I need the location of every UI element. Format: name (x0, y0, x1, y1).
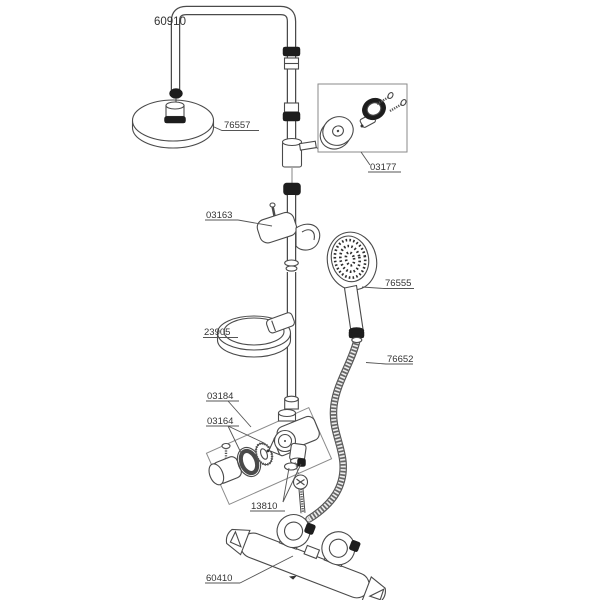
part-label-mixer: 60410 (206, 573, 232, 584)
slider-holder (256, 202, 321, 251)
pipe-ring-light-2 (283, 102, 300, 113)
wall-bracket-inset (307, 83, 408, 153)
part-label-soap-dish: 23905 (204, 327, 230, 338)
riser-t-fitting (281, 137, 317, 183)
bracket-body (359, 97, 386, 128)
part-label-hose: 76652 (387, 354, 413, 365)
small-nut (297, 458, 306, 467)
part-label-slider-holder: 03163 (206, 210, 232, 221)
diverter-knob (208, 456, 242, 486)
part-label-diverter-assembly: 03184 (207, 391, 233, 402)
thermostatic-mixer (225, 514, 386, 600)
bracket-pin (360, 124, 364, 128)
direction-arrow (288, 575, 297, 580)
connector-set (283, 458, 309, 514)
pipe-ring-dark-2 (282, 111, 301, 122)
part-label-diverter-parts: 03164 (207, 416, 233, 427)
washer (283, 462, 299, 471)
part-label-overhead-shower: 76557 (224, 120, 250, 131)
hand-shower (326, 231, 378, 344)
product-code-label: 60910 (154, 16, 186, 28)
part-label-connector-set: 13810 (251, 501, 277, 512)
bar-top-cap (283, 182, 301, 196)
part-label-hand-shower: 76555 (385, 278, 411, 289)
mounting-screws (376, 91, 407, 113)
bar-connector (284, 259, 299, 267)
shower-arm-pipe (170, 5, 301, 141)
part-label-wall-bracket: 03177 (370, 162, 396, 173)
bar-end-fitting (284, 395, 299, 419)
shower-hose (305, 336, 361, 523)
pipe-ring-dark-1 (282, 46, 301, 57)
soap-dish (216, 312, 295, 358)
overhead-shower-head (131, 88, 215, 149)
leader-lines (203, 126, 414, 584)
part-labels: 60910 76557 03177 03163 76555 23905 7665… (154, 16, 413, 584)
diverter-screw (221, 442, 231, 450)
ball-joint (169, 88, 183, 99)
head-nut-ring (164, 116, 186, 124)
